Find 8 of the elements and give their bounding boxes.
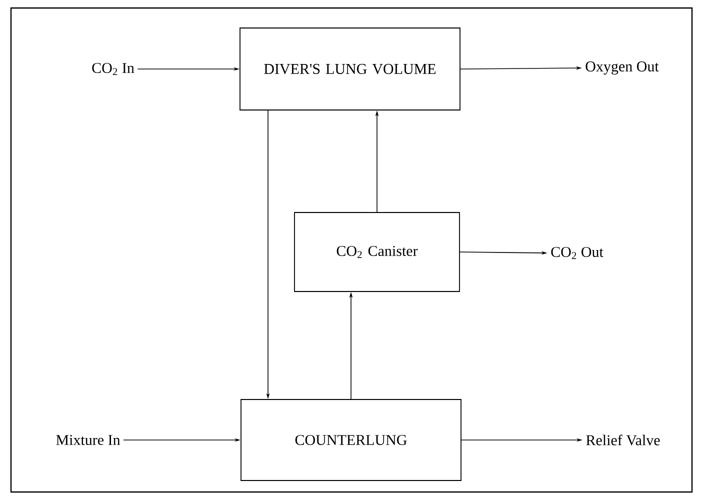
flow-label: Mixture In <box>56 434 120 446</box>
flow-label: Oxygen Out <box>586 61 659 75</box>
process-box: DIVER'S LUNG VOLUME <box>240 28 460 110</box>
flow-label: CO$_{2}$ Out <box>551 246 604 260</box>
flow-label: Relief Valve <box>586 434 660 446</box>
flow-label: CO$_{2}$ In <box>92 62 134 76</box>
process-box: COUNTERLUNG <box>240 399 462 481</box>
process-box: CO$_{2}$ Canister <box>294 212 460 292</box>
